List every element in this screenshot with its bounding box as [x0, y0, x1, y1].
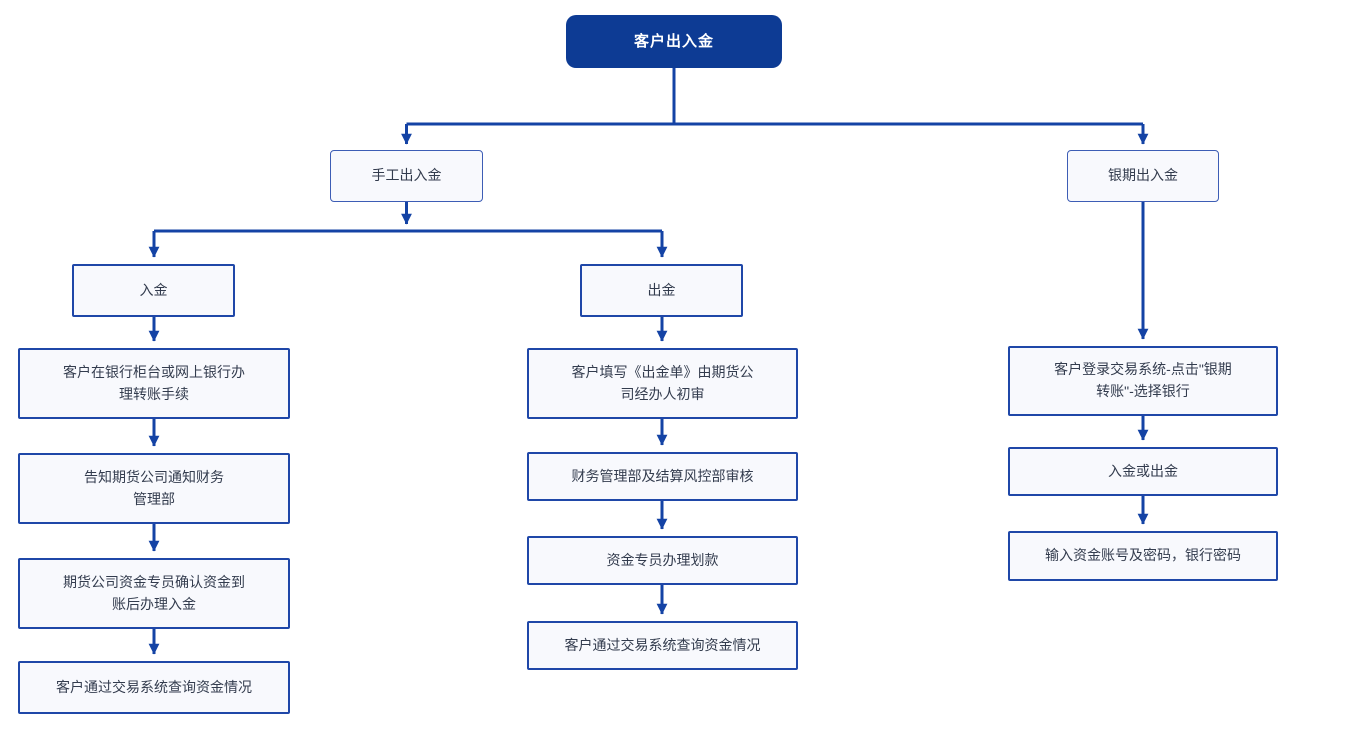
- node-deposit: 入金: [72, 264, 235, 317]
- step-deposit-1: 客户在银行柜台或网上银行办 理转账手续: [18, 348, 290, 419]
- step-withdraw-2: 财务管理部及结算风控部审核: [527, 452, 798, 501]
- node-bank-branch: 银期出入金: [1067, 150, 1219, 202]
- step-deposit-4: 客户通过交易系统查询资金情况: [18, 661, 290, 714]
- node-root: 客户出入金: [566, 15, 782, 68]
- step-deposit-3: 期货公司资金专员确认资金到 账后办理入金: [18, 558, 290, 629]
- step-withdraw-3: 资金专员办理划款: [527, 536, 798, 585]
- step-withdraw-4: 客户通过交易系统查询资金情况: [527, 621, 798, 670]
- node-manual-branch: 手工出入金: [330, 150, 483, 202]
- step-deposit-2: 告知期货公司通知财务 管理部: [18, 453, 290, 524]
- step-bank-2: 入金或出金: [1008, 447, 1278, 496]
- step-withdraw-1: 客户填写《出金单》由期货公 司经办人初审: [527, 348, 798, 419]
- step-bank-1: 客户登录交易系统-点击"银期 转账"-选择银行: [1008, 346, 1278, 416]
- node-withdraw: 出金: [580, 264, 743, 317]
- step-bank-3: 输入资金账号及密码，银行密码: [1008, 531, 1278, 581]
